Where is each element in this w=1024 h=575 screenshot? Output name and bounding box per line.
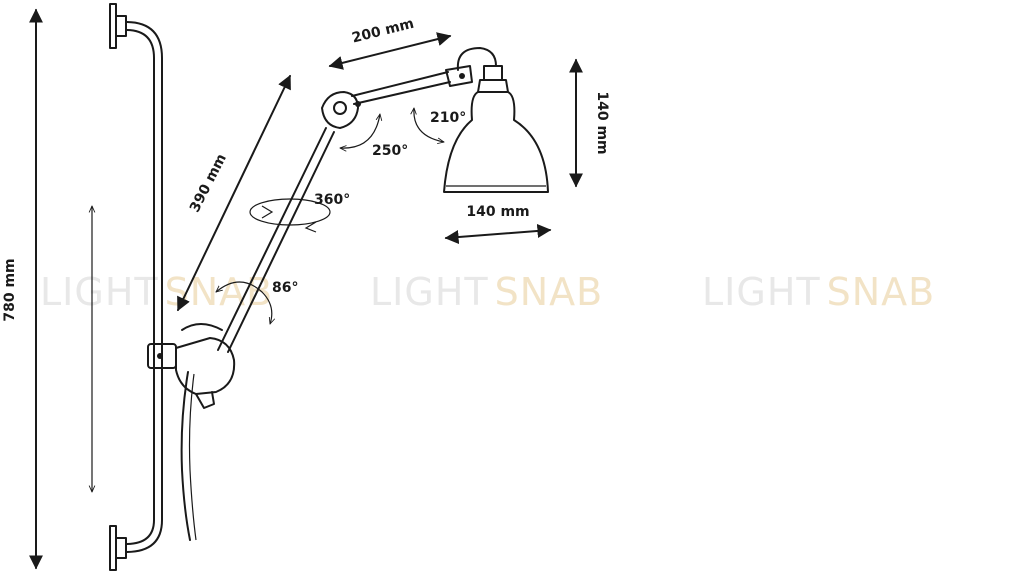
tilt-angle-label: 86° [272, 280, 298, 296]
lamp-shade [443, 47, 549, 193]
shade-width-dimension: 140 mm [444, 204, 552, 245]
upper-arm-length-label: 200 mm [350, 16, 415, 47]
elbow-250-indicator: 250° [340, 114, 408, 159]
head-angle-label: 210° [430, 110, 466, 126]
upper-arm [351, 65, 473, 105]
shade-height-label: 140 mm [594, 91, 610, 154]
swivel-angle-label: 360° [314, 192, 350, 208]
total-height-dimension: 780 mm [2, 8, 43, 570]
wall-rail [109, 3, 163, 571]
arm-base-clamp [147, 323, 236, 541]
lower-arm-length-label: 390 mm [187, 151, 230, 215]
elbow-angle-label: 250° [372, 143, 408, 159]
lower-arm [217, 127, 335, 353]
shade-height-dimension: 140 mm [569, 58, 610, 188]
elbow-joint [321, 91, 361, 129]
upper-arm-dimension: 200 mm [328, 16, 452, 70]
tilt-86-indicator: 86° [216, 280, 298, 324]
shade-width-label: 140 mm [466, 204, 529, 220]
rotation-360-indicator: 360° [249, 192, 350, 233]
head-210-indicator: 210° [414, 108, 466, 142]
total-height-label: 780 mm [2, 258, 18, 321]
